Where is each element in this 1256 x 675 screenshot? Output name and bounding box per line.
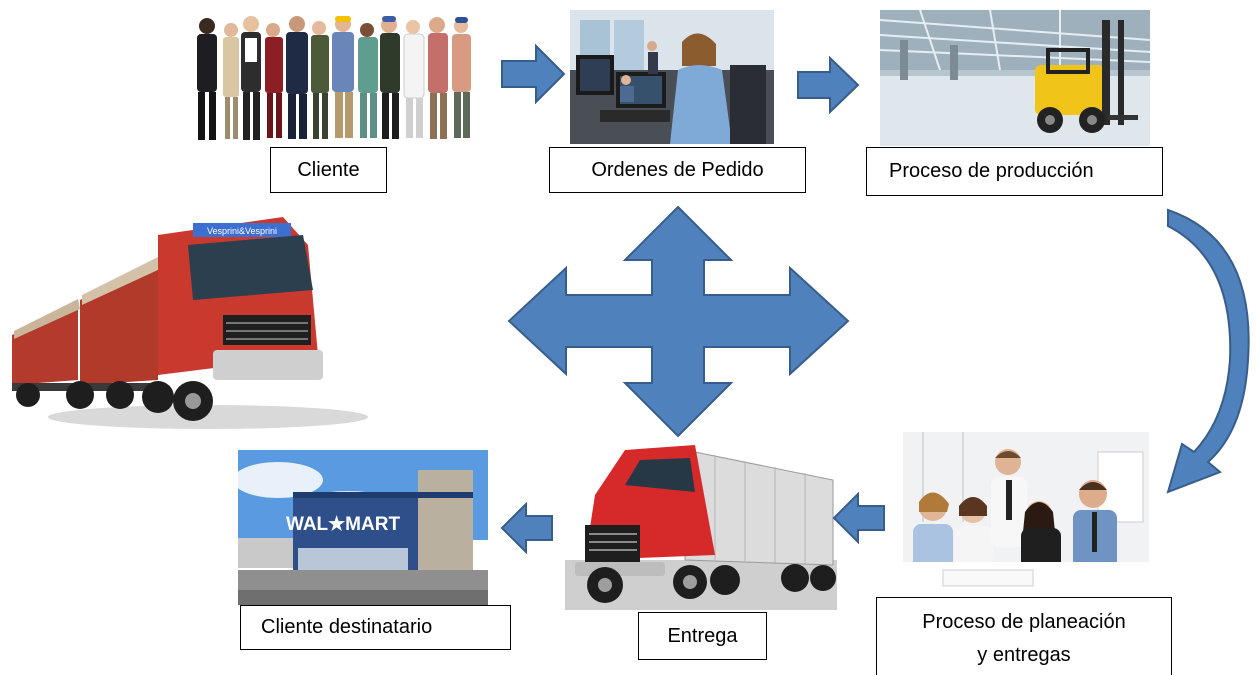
entrega-label: Entrega (667, 624, 738, 647)
planeacion-label-line2: y entregas (977, 643, 1071, 666)
warehouse-forklift-photo (880, 10, 1150, 146)
produccion-label-box: Proceso de producción (866, 147, 1163, 196)
planeacion-label-box: Proceso de planeación y entregas (876, 597, 1172, 675)
cliente-label: Cliente (297, 158, 360, 181)
destinatario-label-box: Cliente destinatario (240, 605, 511, 650)
planeacion-label-line1: Proceso de planeación (922, 610, 1126, 633)
four-way-arrow-icon (507, 205, 850, 438)
red-truck-photo (565, 440, 837, 610)
cliente-label-box: Cliente (270, 147, 387, 193)
destinatario-label: Cliente destinatario (261, 616, 433, 638)
freight-truck-photo: Vesprini&Vesprini (8, 205, 368, 433)
people-group-photo (185, 12, 490, 144)
flow-arrow-left-icon (500, 502, 553, 554)
flow-arrow-right-icon (501, 44, 566, 104)
entrega-label-box: Entrega (638, 612, 767, 660)
ordenes-label-box: Ordenes de Pedido (549, 147, 806, 193)
curved-arrow-down-icon (1166, 208, 1250, 494)
flow-arrow-right-icon (797, 56, 860, 114)
walmart-store-photo: WAL★MART (238, 450, 488, 605)
forklift-graphic (1035, 20, 1138, 133)
people-figures (197, 16, 471, 140)
produccion-label: Proceso de producción (889, 160, 1094, 182)
ordenes-label: Ordenes de Pedido (591, 158, 764, 181)
truck-banner-text: Vesprini&Vesprini (207, 226, 277, 236)
business-meeting-photo (903, 432, 1149, 596)
walmart-sign-text: WAL★MART (286, 514, 401, 535)
flow-arrow-left-icon (832, 492, 885, 544)
call-center-photo (570, 10, 774, 144)
